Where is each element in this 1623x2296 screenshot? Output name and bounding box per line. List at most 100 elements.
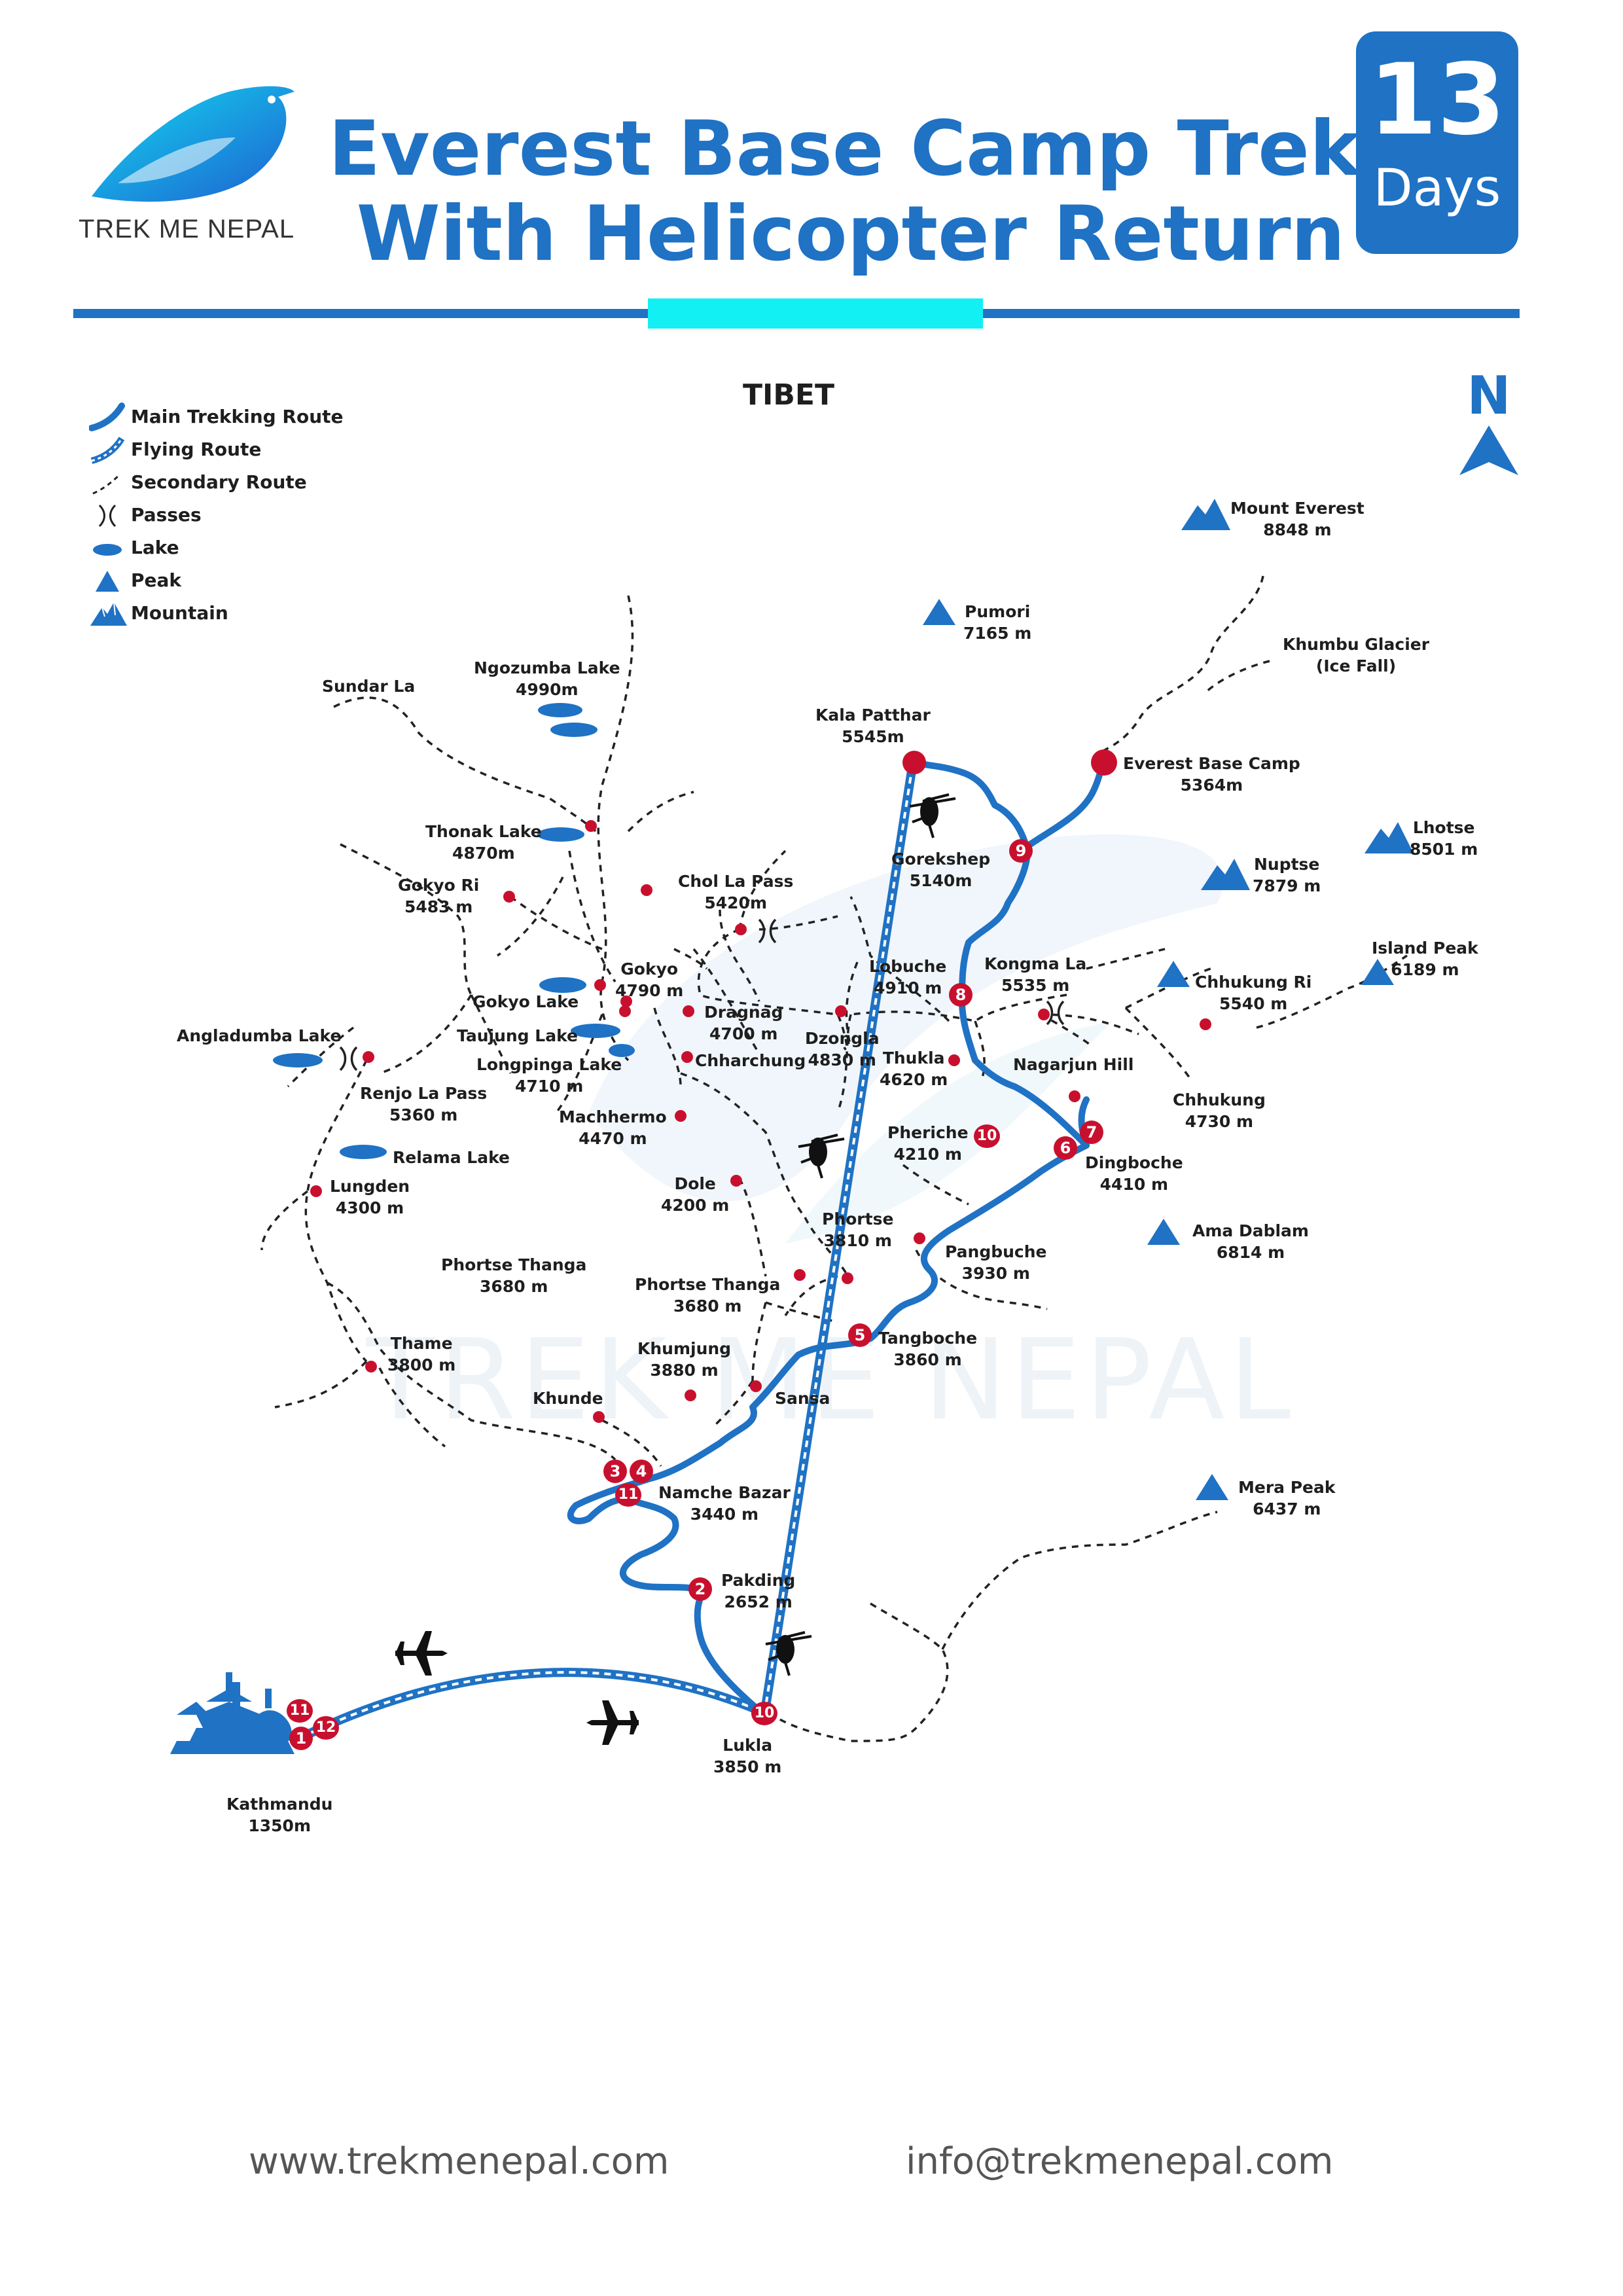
lakes bbox=[273, 703, 635, 1159]
location-dot bbox=[835, 1005, 847, 1017]
legend-label: Peak bbox=[131, 569, 182, 591]
airplane-icon bbox=[395, 1631, 448, 1676]
main-route-icon bbox=[89, 403, 125, 431]
location-dot bbox=[363, 1051, 374, 1063]
legend-label: Lake bbox=[131, 537, 179, 558]
page-title-line2: With Helicopter Return bbox=[356, 190, 1346, 278]
days-number: 13 bbox=[1368, 43, 1506, 157]
peak-icon bbox=[96, 571, 119, 592]
peak-icon bbox=[1157, 961, 1190, 987]
location-dot bbox=[1200, 1018, 1211, 1030]
mountain-icon bbox=[1181, 499, 1230, 530]
place-label-angladumba-lake: Angladumba Lake bbox=[177, 1026, 342, 1045]
location-dot bbox=[503, 891, 515, 903]
flying-route bbox=[305, 761, 918, 1739]
location-dot bbox=[1038, 1009, 1050, 1020]
legend-item: Main Trekking Route bbox=[89, 402, 403, 435]
place-label-sundar-la: Sundar La bbox=[322, 677, 416, 696]
place-label-taujung-lake: Taujung Lake bbox=[457, 1026, 578, 1045]
place-label-chharchung: Chharchung bbox=[695, 1051, 806, 1070]
lake-icon bbox=[571, 1024, 620, 1038]
region-label-tibet: TIBET bbox=[743, 378, 834, 412]
pass-markers bbox=[339, 918, 1065, 1071]
legend-item: Flying Route bbox=[89, 435, 403, 467]
helicopter-icon bbox=[798, 1134, 845, 1179]
stop-marker: 2 bbox=[688, 1577, 712, 1601]
lake-icon bbox=[340, 1145, 387, 1159]
mountain-icon bbox=[1364, 822, 1414, 853]
helicopter-icon bbox=[765, 1631, 812, 1676]
legend-label: Secondary Route bbox=[131, 471, 307, 493]
location-dot bbox=[585, 820, 597, 832]
map-watermark: TREK ME NEPAL bbox=[366, 1316, 1295, 1445]
location-dot bbox=[794, 1269, 806, 1281]
stop-marker: 10 bbox=[751, 1702, 777, 1725]
location-dot bbox=[310, 1185, 322, 1197]
stop-marker: 10 bbox=[974, 1124, 1000, 1148]
lake-icon bbox=[539, 977, 586, 993]
kala-patthar-marker bbox=[902, 751, 926, 774]
location-dot bbox=[842, 1272, 853, 1284]
stop-marker: 3 bbox=[603, 1460, 627, 1483]
location-dot bbox=[620, 996, 632, 1007]
stop-marker: 4 bbox=[630, 1460, 653, 1483]
bird-logo-icon bbox=[92, 86, 294, 202]
airplane-icon bbox=[586, 1700, 639, 1745]
north-arrow-icon bbox=[1459, 425, 1518, 475]
location-dot bbox=[735, 924, 747, 935]
footer-website-link[interactable]: www.trekmenepal.com bbox=[249, 2140, 669, 2183]
legend-label: Mountain bbox=[131, 602, 228, 624]
map-legend: Main Trekking Route Flying Route Seconda… bbox=[89, 402, 403, 631]
page-title-line1: Everest Base Camp Trek bbox=[328, 105, 1361, 193]
place-label-relama-lake: Relama Lake bbox=[393, 1148, 510, 1167]
place-label-gokyo-lake: Gokyo Lake bbox=[473, 992, 579, 1011]
helicopter-icon bbox=[909, 793, 956, 838]
footer-email-link[interactable]: info@trekmenepal.com bbox=[906, 2140, 1334, 2183]
peak-icon bbox=[923, 599, 955, 625]
secondary-routes bbox=[260, 575, 1408, 1742]
north-label: N bbox=[1467, 365, 1511, 426]
mountain-icon bbox=[90, 601, 127, 626]
everest-base-camp-marker bbox=[1091, 749, 1117, 776]
stop-marker: 9 bbox=[1009, 839, 1033, 863]
place-label-nagarjun-hill: Nagarjun Hill bbox=[1013, 1055, 1134, 1074]
place-label-khunde: Khunde bbox=[533, 1389, 603, 1408]
legend-item: Mountain bbox=[89, 598, 403, 631]
legend-label: Main Trekking Route bbox=[131, 406, 344, 427]
pass-icon bbox=[98, 504, 116, 528]
legend-item: Secondary Route bbox=[89, 467, 403, 500]
place-label-khumbu-glacier: Khumbu Glacier(Ice Fall) bbox=[1283, 635, 1430, 675]
location-dot bbox=[685, 1390, 696, 1401]
mountains bbox=[1181, 499, 1414, 890]
location-dot bbox=[683, 1005, 694, 1017]
legend-item: Peak bbox=[89, 565, 403, 598]
peak-icon bbox=[1147, 1219, 1180, 1245]
